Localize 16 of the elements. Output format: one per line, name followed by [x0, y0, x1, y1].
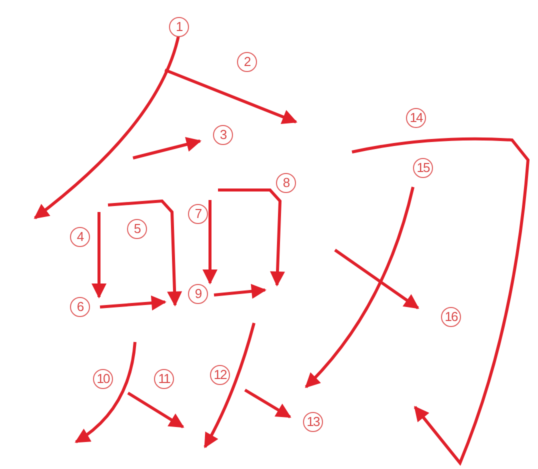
callout-number: 15: [413, 158, 433, 178]
callout-number: 12: [210, 365, 230, 385]
callout-number: 13: [303, 412, 323, 432]
callout-number: 11: [154, 369, 174, 389]
callout-number: 3: [213, 125, 233, 145]
callout-number: 8: [276, 173, 296, 193]
callout-number: 9: [188, 284, 208, 304]
callout-number: 4: [70, 227, 90, 247]
callout-number: 10: [93, 369, 113, 389]
callout-number: 5: [127, 219, 147, 239]
callout-number: 2: [237, 52, 257, 72]
callout-number: 7: [188, 204, 208, 224]
callout-number: 14: [406, 108, 426, 128]
callout-number: 6: [70, 297, 90, 317]
callout-number: 1: [169, 17, 189, 37]
callout-number: 16: [441, 307, 461, 327]
